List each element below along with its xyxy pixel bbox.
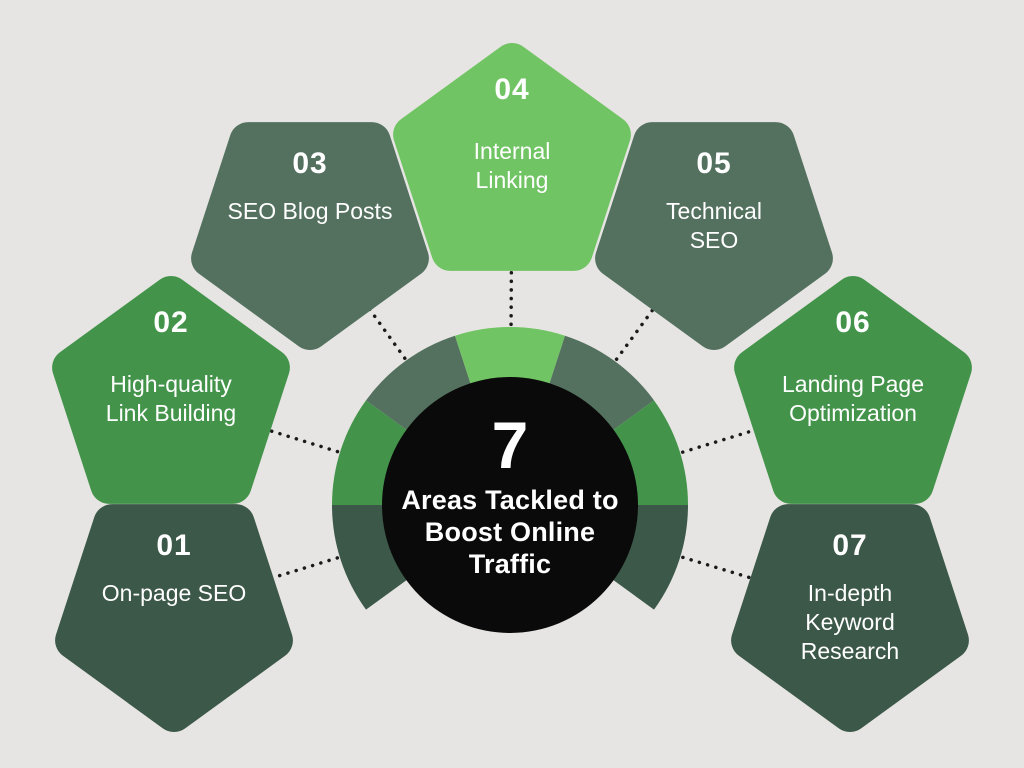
pentagon-07 bbox=[731, 504, 969, 732]
ring-segment-02 bbox=[332, 400, 410, 505]
pentagon-03 bbox=[191, 122, 429, 350]
ring-segment-05 bbox=[548, 335, 655, 433]
center-circle bbox=[382, 377, 638, 633]
pentagon-02 bbox=[52, 276, 290, 504]
pentagon-04 bbox=[393, 43, 631, 271]
pentagon-06 bbox=[734, 276, 972, 504]
pentagon-01 bbox=[55, 504, 293, 732]
ring-segment-07 bbox=[610, 505, 688, 610]
ring-segment-06 bbox=[610, 400, 688, 505]
pentagon-05 bbox=[595, 122, 833, 350]
ring-segment-01 bbox=[332, 505, 410, 610]
ring-segment-04 bbox=[454, 327, 566, 388]
ring-segment-03 bbox=[365, 335, 472, 433]
